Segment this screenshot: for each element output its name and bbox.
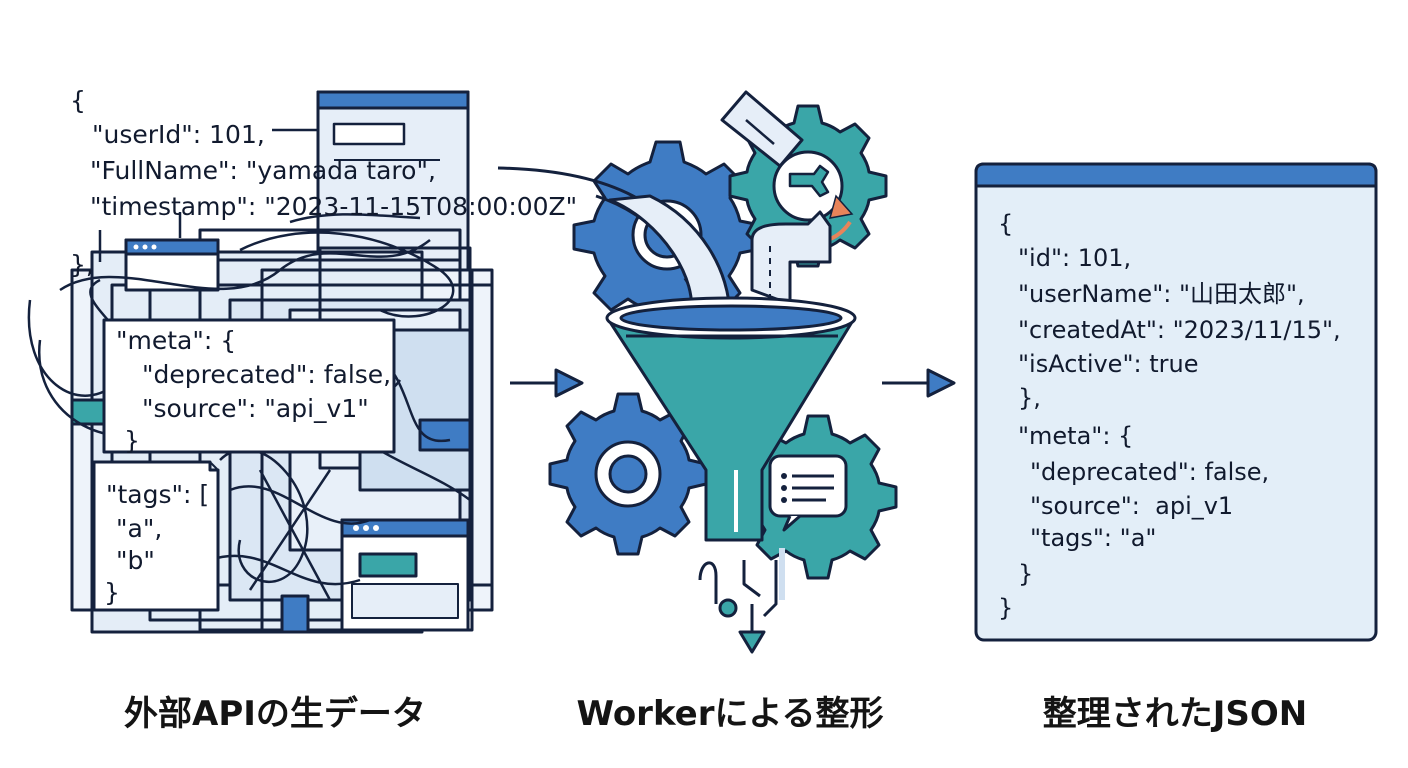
document-icon [750, 210, 832, 306]
output-line: "source": api_v1 [1030, 492, 1234, 520]
raw-line: "meta": { [116, 326, 237, 355]
raw-json-text: { "userId": 101, "FullName": "yamada tar… [0, 0, 577, 605]
browser-window-top [316, 90, 470, 274]
flow-arrow-right [882, 368, 956, 398]
output-line: "deprecated": false, [1030, 458, 1270, 486]
browser-window-bottom [340, 518, 470, 632]
tag-icon [720, 90, 804, 168]
output-line: }, [1018, 384, 1041, 412]
raw-line: } [124, 426, 140, 455]
gear-icon [548, 392, 708, 556]
output-line: "id": 101, [1018, 244, 1132, 272]
raw-line: }, [70, 250, 94, 279]
output-line: "createdAt": "2023/11/15", [1018, 316, 1341, 344]
output-arrow-icon [698, 548, 785, 654]
raw-line: "tags": [ [106, 480, 210, 509]
chat-bubble-icon [768, 454, 848, 532]
output-json-text: { "id": 101, "userName": "山田太郎", "create… [0, 0, 1341, 620]
output-line: "userName": "山田太郎", [1018, 280, 1305, 308]
raw-line: "source": "api_v1" [142, 394, 369, 423]
raw-line: "timestamp": "2023-11-15T08:00:00Z" [90, 192, 578, 221]
browser-window-small [124, 238, 220, 292]
output-line: } [998, 594, 1014, 622]
raw-line: "b" [116, 546, 155, 575]
caption-raw-data: 外部APIの生データ [124, 694, 426, 734]
output-line: { [998, 210, 1014, 238]
raw-line: "userId": 101, [92, 120, 265, 149]
output-line: "tags": "a" [1030, 524, 1157, 552]
flow-arrow-left [510, 368, 584, 398]
raw-line: } [104, 578, 120, 607]
caption-clean-json: 整理されたJSON [1042, 694, 1308, 734]
raw-line: { [70, 86, 86, 115]
caption-worker: Workerによる整形 [576, 694, 884, 734]
raw-line: "FullName": "yamada taro", [90, 156, 436, 185]
raw-line: "a", [116, 514, 163, 543]
funnel-icon [605, 296, 857, 542]
output-line: "meta": { [1018, 422, 1134, 450]
output-line: } [1018, 560, 1034, 588]
raw-line: "deprecated": false, [142, 360, 392, 389]
output-line: "isActive": true [1018, 350, 1199, 378]
